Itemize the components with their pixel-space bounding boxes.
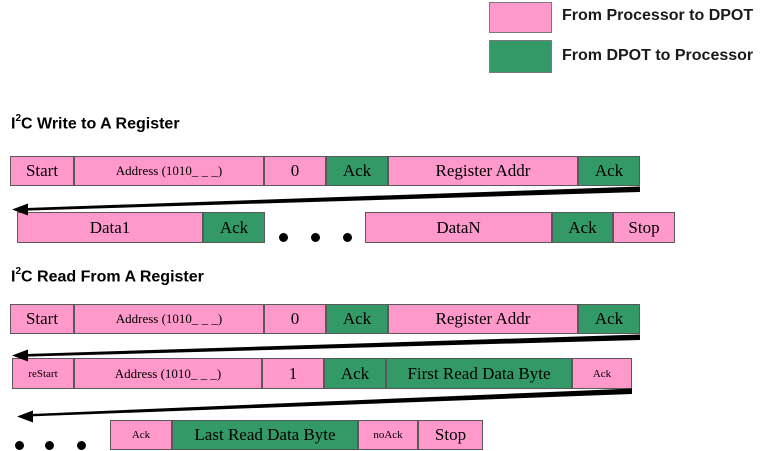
ellipsis-dot	[311, 233, 320, 242]
title-text: C Read From A Register	[21, 268, 204, 286]
ellipsis-dot	[343, 233, 352, 242]
write-frame-row-1: Start Address (1010_ _ _) 0 Ack Register…	[0, 156, 768, 186]
read-section-title: I2C Read From A Register	[11, 266, 204, 286]
block-noack: noAck	[358, 420, 418, 450]
block-ack: Ack	[324, 358, 386, 389]
block-stop: Stop	[418, 420, 483, 450]
block-ack: Ack	[578, 304, 640, 334]
block-ack: Ack	[110, 420, 172, 450]
block-rw-bit: 1	[262, 358, 324, 389]
ellipsis-dot	[77, 441, 86, 450]
block-ack: Ack	[203, 212, 265, 243]
block-register-addr: Register Addr	[388, 304, 578, 334]
block-rw-bit: 0	[264, 156, 326, 186]
title-superscript: 2	[15, 113, 22, 124]
wrap-arrow-read-2	[17, 388, 632, 423]
write-frame-row-2: Data1 Ack DataN Ack Stop	[0, 212, 768, 243]
read-frame-row-1: Start Address (1010_ _ _) 0 Ack Register…	[0, 304, 768, 334]
block-data1: Data1	[17, 212, 203, 243]
block-dataN: DataN	[365, 212, 552, 243]
block-stop: Stop	[613, 212, 675, 243]
legend-label-dpot-to-processor: From DPOT to Processor	[562, 47, 754, 64]
block-ack: Ack	[572, 358, 632, 389]
write-section-title: I2C Write to A Register	[11, 113, 180, 133]
read-frame-row-3: Ack Last Read Data Byte noAck Stop	[0, 420, 768, 450]
block-ack: Ack	[326, 304, 388, 334]
ellipsis-dot	[15, 441, 24, 450]
block-address: Address (1010_ _ _)	[74, 304, 264, 334]
legend-label-processor-to-dpot: From Processor to DPOT	[562, 7, 754, 24]
block-last-read-data-byte: Last Read Data Byte	[172, 420, 358, 450]
block-start: Start	[10, 304, 74, 334]
block-ack: Ack	[552, 212, 613, 243]
legend-swatch-processor-to-dpot	[489, 2, 552, 33]
block-ack: Ack	[326, 156, 388, 186]
title-text: C Write to A Register	[21, 115, 180, 133]
block-first-read-data-byte: First Read Data Byte	[386, 358, 572, 389]
title-text: I	[11, 268, 16, 286]
title-superscript: 2	[15, 266, 22, 277]
legend-swatch-dpot-to-processor	[489, 40, 552, 73]
title-text: I	[11, 115, 16, 133]
ellipsis-dot	[279, 233, 288, 242]
ellipsis-dot	[45, 441, 54, 450]
block-register-addr: Register Addr	[388, 156, 578, 186]
read-frame-row-2: reStart Address (1010_ _ _) 1 Ack First …	[0, 358, 768, 389]
block-address: Address (1010_ _ _)	[74, 156, 264, 186]
block-address: Address (1010_ _ _)	[74, 358, 262, 389]
block-ack: Ack	[578, 156, 640, 186]
block-rw-bit: 0	[264, 304, 326, 334]
block-restart: reStart	[12, 358, 74, 389]
block-start: Start	[10, 156, 74, 186]
